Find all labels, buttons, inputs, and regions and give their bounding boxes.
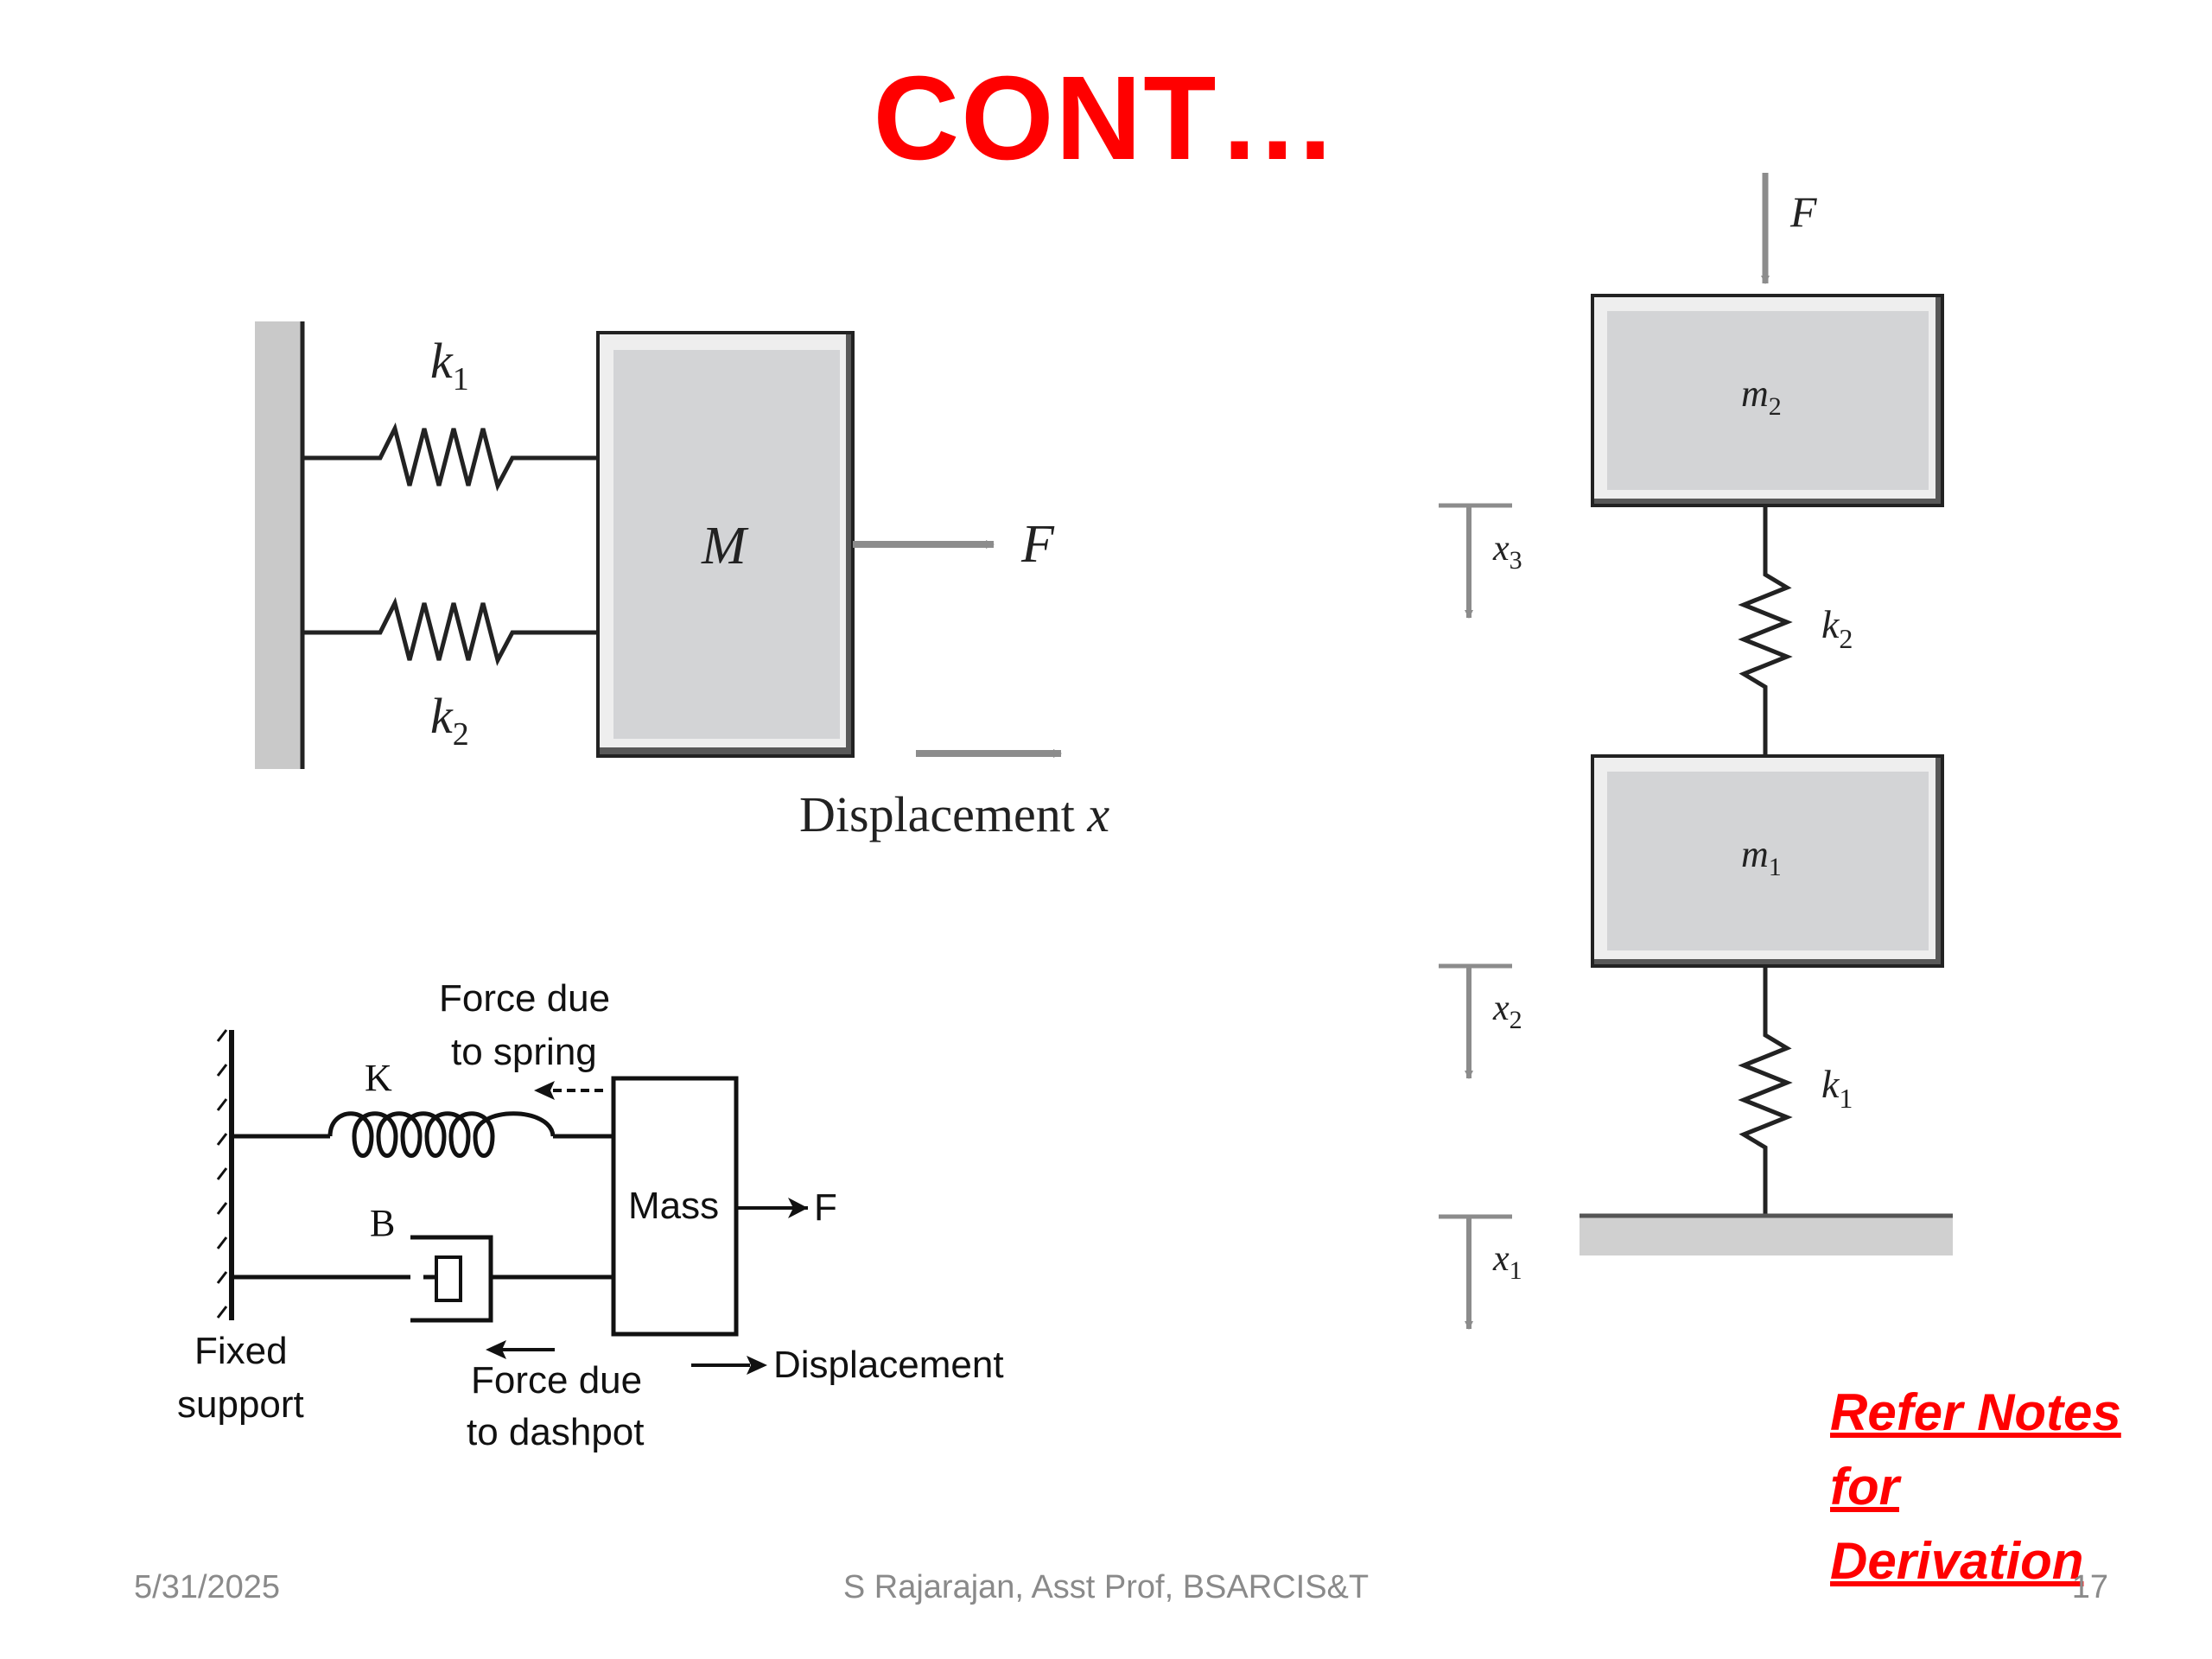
displacement-label-a: Displacement x <box>799 786 1109 842</box>
mass-block-b <box>611 1076 739 1337</box>
fixed-support-hatch <box>216 1029 228 1319</box>
mass-block-m1 <box>1591 754 1944 968</box>
spring-force-label-1: Force due <box>439 977 610 1020</box>
footer-date: 5/31/2025 <box>134 1569 281 1605</box>
force-arrowhead-b <box>788 1198 808 1218</box>
spring-k2-a <box>302 596 605 666</box>
damper-b-label: B <box>370 1202 395 1244</box>
disp-x2-label: x2 <box>1492 988 1522 1034</box>
mass-block-m <box>596 331 855 758</box>
dashpot-force-arrowhead <box>486 1340 506 1359</box>
spring-k2-c-label: k2 <box>1821 602 1853 654</box>
disp-x2 <box>1439 963 1512 1079</box>
force-f-label-a: F <box>1020 515 1055 574</box>
disp-x3 <box>1439 503 1512 619</box>
spring-k2-label: k2 <box>430 688 469 753</box>
diagram-a: k1 k2 M F Displacement x <box>255 321 1109 842</box>
diagram-b: Force due to spring K B Mass F Fixed sup… <box>177 977 1004 1453</box>
footer-page-number: 17 <box>2071 1569 2108 1605</box>
force-f-label-b: F <box>814 1186 837 1229</box>
support-label-1: Fixed <box>194 1330 288 1372</box>
refer-notes-link[interactable]: Refer Notes for Derivation <box>1830 1376 2193 1599</box>
spring-k1-c-label: k1 <box>1821 1062 1853 1114</box>
displacement-arrowhead-b <box>747 1356 767 1375</box>
disp-x1-label: x1 <box>1492 1239 1522 1285</box>
spring-force-label-2: to spring <box>451 1031 597 1073</box>
notes-line-2: for <box>1830 1458 1899 1516</box>
mass-block-m2 <box>1591 294 1944 507</box>
spring-k1-c <box>1738 966 1793 1217</box>
force-f-label-c: F <box>1789 188 1817 236</box>
damper-piston <box>435 1255 462 1302</box>
spring-k-label: K <box>365 1057 392 1099</box>
mass-m2-label: m2 <box>1741 372 1782 421</box>
support-label-2: support <box>177 1383 304 1426</box>
mass-m1-label: m1 <box>1741 833 1782 881</box>
mass-label-b: Mass <box>628 1185 719 1227</box>
diagram-c: F m2 k2 m1 k1 x3 x2 <box>1439 173 1953 1330</box>
spring-k2-c <box>1738 505 1793 756</box>
notes-line-3: Derivation <box>1830 1532 2084 1590</box>
dashpot-force-label-1: Force due <box>471 1359 642 1402</box>
dashpot-force-label-2: to dashpot <box>467 1411 645 1453</box>
wall-a <box>255 321 302 769</box>
disp-x3-label: x3 <box>1492 529 1522 575</box>
footer-author: S Rajarajan, Asst Prof, BSARCIS&T <box>842 1569 1370 1605</box>
mass-m-label: M <box>701 517 749 575</box>
spring-k1-label: k1 <box>430 333 469 397</box>
ground-c <box>1580 1214 1953 1255</box>
slide-title: CONT… <box>873 52 1339 185</box>
displacement-label-b: Displacement <box>773 1344 1004 1386</box>
spring-k1-a <box>302 422 605 492</box>
spring-coil-k <box>327 1111 556 1158</box>
damper-cylinder-b <box>410 1235 493 1323</box>
spring-force-arrowhead <box>534 1081 555 1100</box>
disp-x1 <box>1439 1214 1512 1330</box>
notes-line-1: Refer Notes <box>1830 1383 2121 1441</box>
